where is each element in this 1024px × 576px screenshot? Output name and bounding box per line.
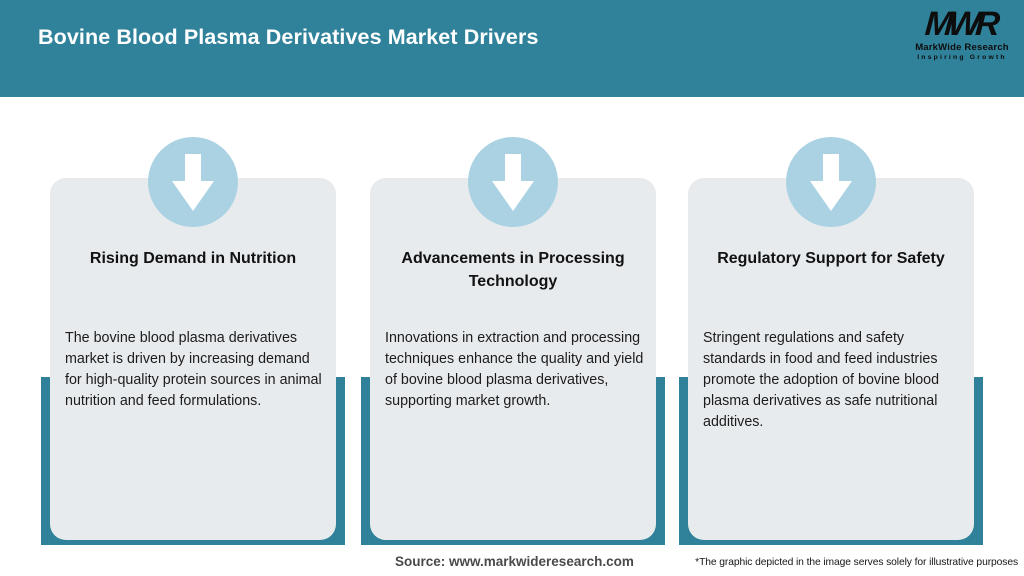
arrow-down-icon bbox=[786, 137, 876, 227]
card-surface: Rising Demand in Nutrition The bovine bl… bbox=[50, 178, 336, 540]
card-title: Regulatory Support for Safety bbox=[717, 250, 945, 267]
arrow-down-icon bbox=[468, 137, 558, 227]
driver-card-2: Advancements in Processing Technology In… bbox=[361, 137, 665, 545]
card-title: Advancements in Processing Technology bbox=[401, 250, 625, 290]
page-title: Bovine Blood Plasma Derivatives Market D… bbox=[38, 25, 539, 49]
logo-monogram: MWR bbox=[923, 5, 996, 43]
card-title: Rising Demand in Nutrition bbox=[89, 250, 297, 267]
card-body: Innovations in extraction and processing… bbox=[385, 330, 644, 409]
disclaimer-text: *The graphic depicted in the image serve… bbox=[695, 557, 1018, 568]
card-body: Stringent regulations and safety standar… bbox=[703, 330, 940, 430]
logo-name: MarkWide Research bbox=[915, 42, 1009, 53]
driver-card-1: Rising Demand in Nutrition The bovine bl… bbox=[41, 137, 345, 545]
driver-card-3: Regulatory Support for Safety Stringent … bbox=[679, 137, 983, 545]
header-bar: Bovine Blood Plasma Derivatives Market D… bbox=[0, 0, 1024, 97]
logo-tagline: Inspiring Growth bbox=[917, 54, 1007, 61]
card-surface: Advancements in Processing Technology In… bbox=[370, 178, 656, 540]
source-text: Source: www.markwideresearch.com bbox=[395, 554, 634, 569]
markwide-logo: MWR MarkWide Research Inspiring Growth bbox=[908, 5, 1016, 61]
card-body: The bovine blood plasma derivatives mark… bbox=[65, 330, 322, 409]
arrow-down-icon bbox=[148, 137, 238, 227]
card-surface: Regulatory Support for Safety Stringent … bbox=[688, 178, 974, 540]
